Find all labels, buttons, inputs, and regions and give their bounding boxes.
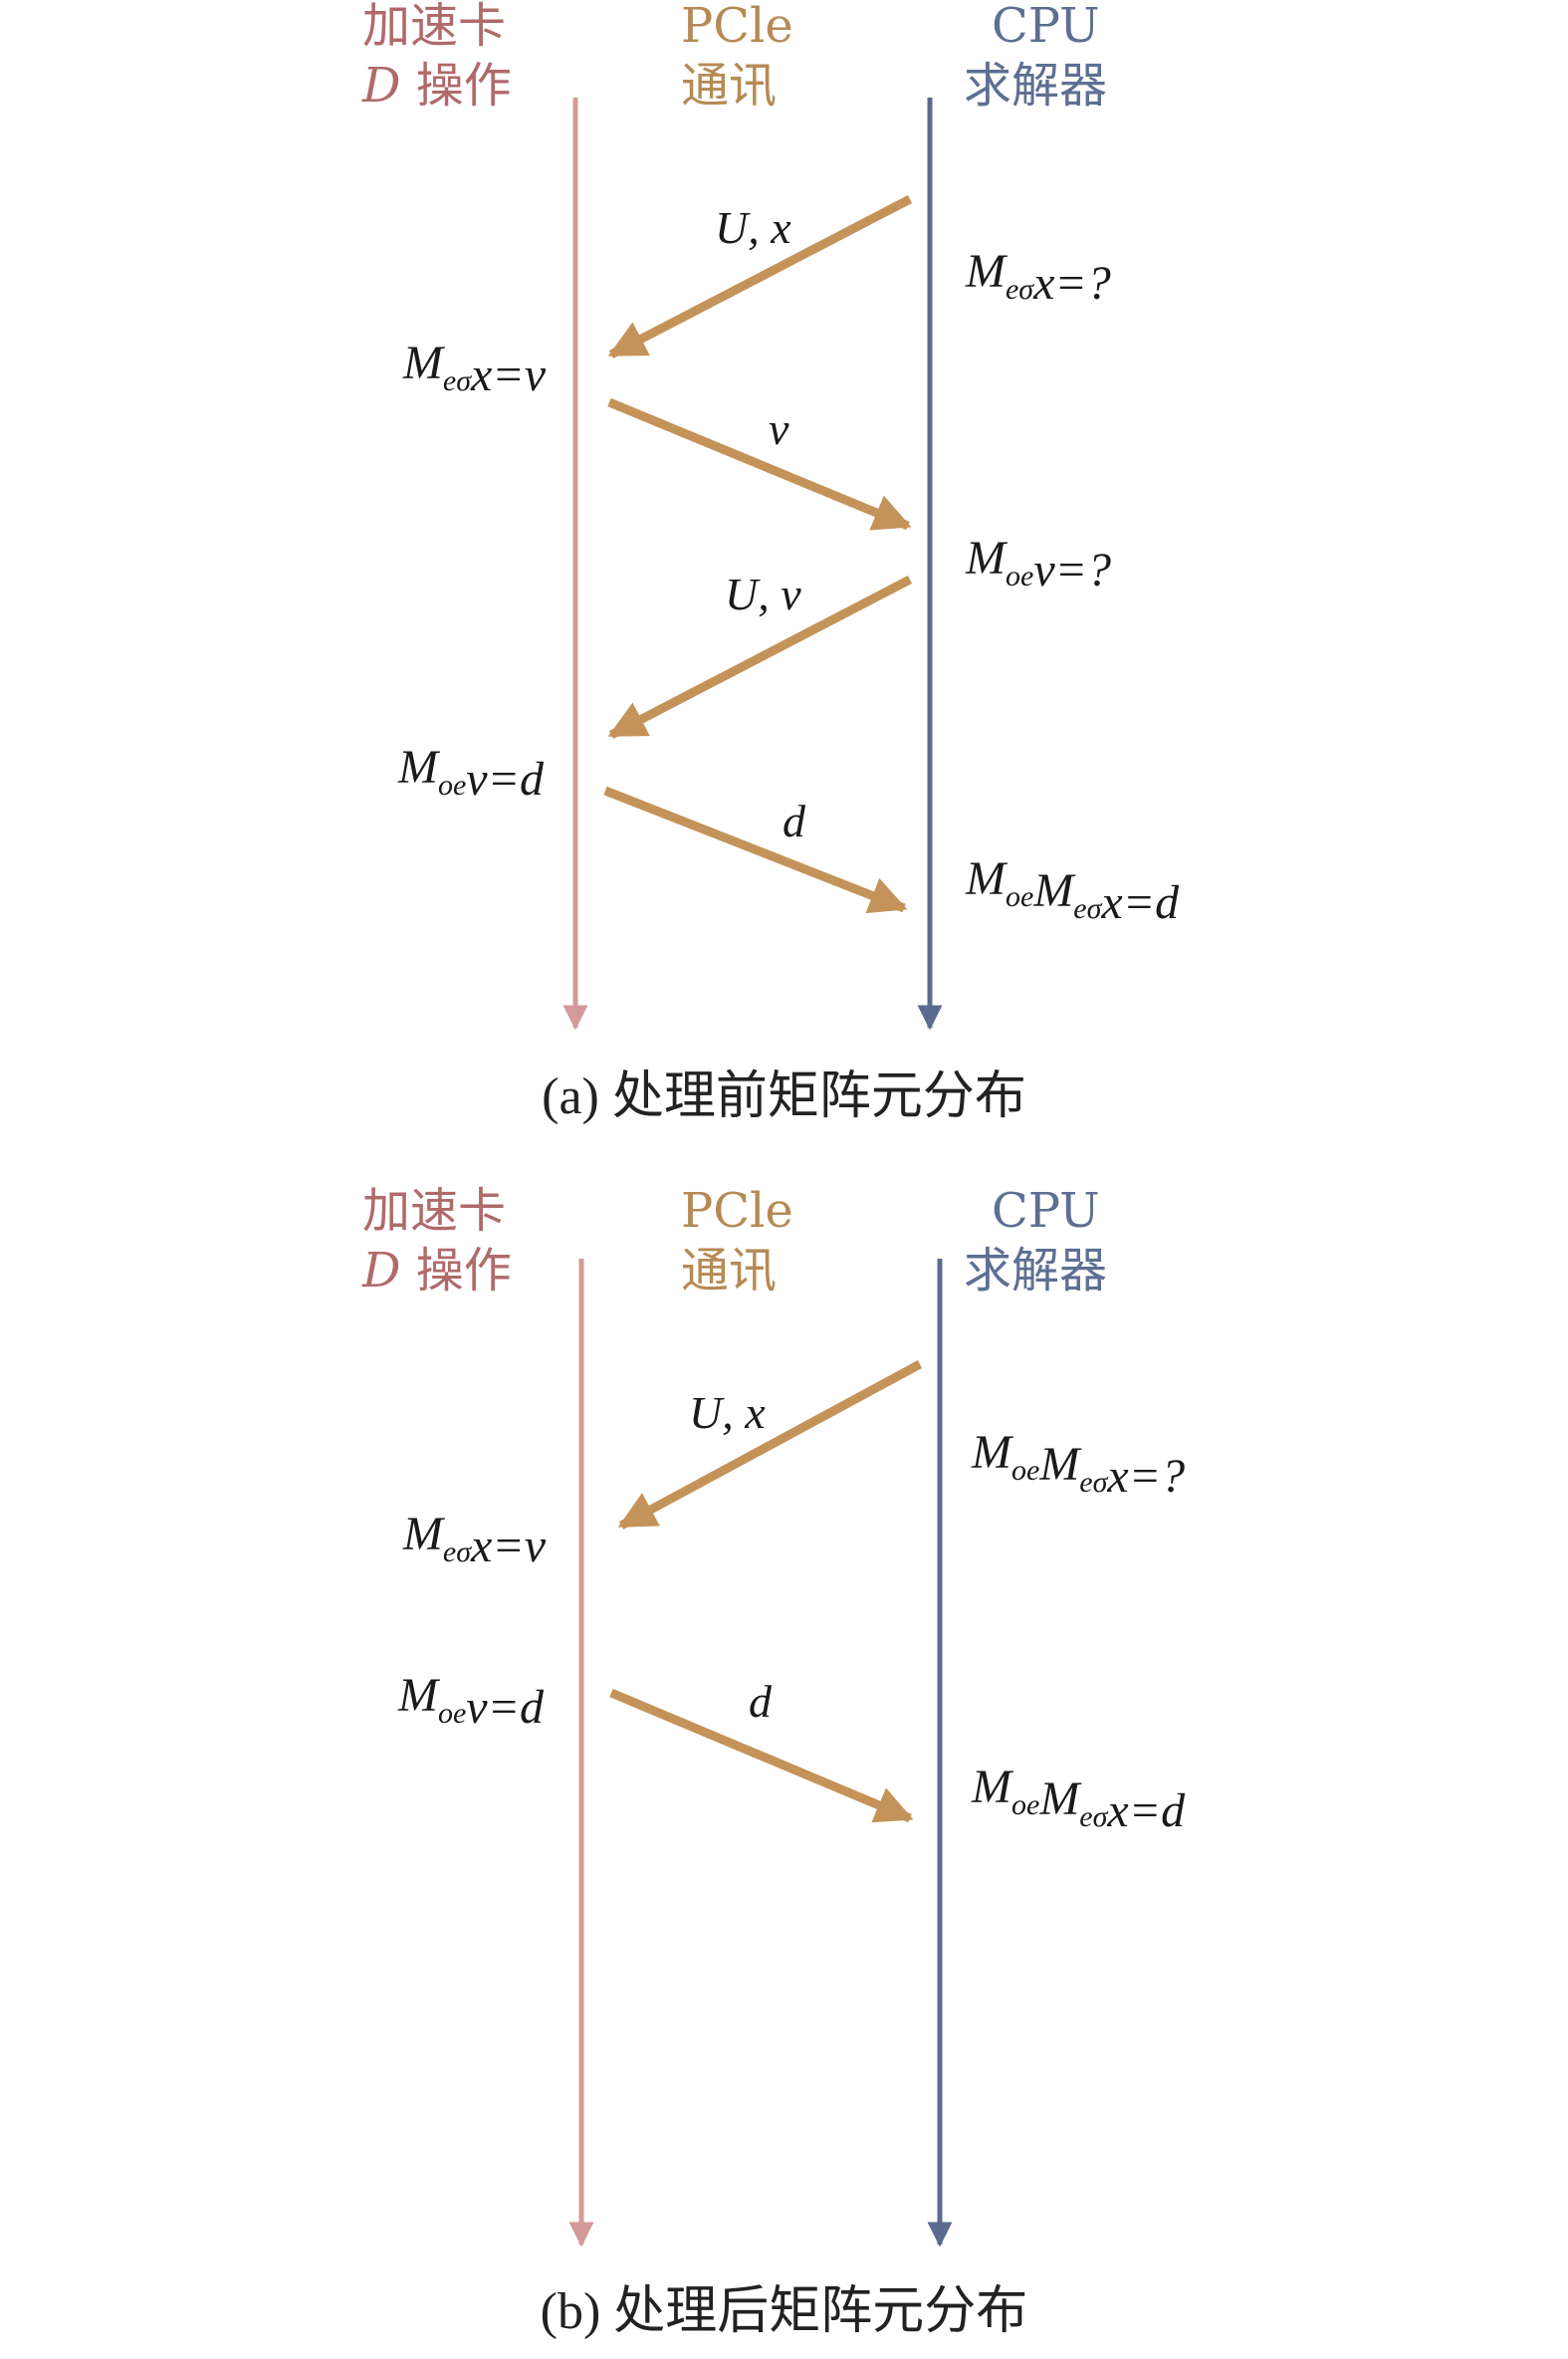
- panel-a-cpu-note-2: Moev=?: [965, 532, 1111, 596]
- panel-a-msg-2-label: v: [769, 403, 789, 454]
- panel-b-cpu-note-2: MoeMeσx=d: [971, 1761, 1186, 1837]
- panel-a-msg-4-label: d: [783, 796, 806, 846]
- panel-a-cpu-header: CPU 求解器: [964, 2, 1107, 110]
- panel-a-msg-3-label: U, v: [725, 569, 801, 619]
- accelerator-header-d: D: [362, 1243, 401, 1298]
- cpu-header-line1: CPU: [992, 0, 1100, 54]
- cpu-header-line2: 求解器: [964, 58, 1108, 114]
- panel-a-accel-note-2: Moev=d: [397, 741, 545, 806]
- panel-a-pcie-header: PCle 通讯: [681, 2, 793, 110]
- panel-b-msg-2-label: d: [749, 1676, 773, 1727]
- panel-a-msg-2-arrow: [607, 397, 912, 531]
- panel-a-accelerator-header: 加速卡 D 操作: [362, 2, 512, 110]
- accelerator-header-line1: 加速卡: [362, 0, 507, 54]
- panel-a-cpu-note-1: Meσx=?: [965, 245, 1111, 310]
- panel-b-accelerator-header: 加速卡 D 操作: [362, 1187, 512, 1295]
- cpu-header-line2: 求解器: [964, 1243, 1108, 1298]
- accelerator-header-d: D: [362, 58, 401, 114]
- accelerator-header-op: 操作: [415, 1243, 512, 1298]
- panel-b-cpu-note-1: MoeMeσx=?: [971, 1426, 1185, 1503]
- panel-b-msg-1-arrow: [617, 1360, 923, 1530]
- panel-a-accel-note-1: Meσx=v: [402, 337, 547, 401]
- panel-b-caption: (b) 处理后矩阵元分布: [540, 2283, 1028, 2340]
- panel-a-msg-1-label: U, x: [715, 202, 791, 253]
- panel-b-cpu-header: CPU 求解器: [964, 1187, 1107, 1295]
- panel-a-msg-1-arrow: [607, 195, 913, 358]
- pcie-header-line2: 通讯: [681, 1243, 778, 1298]
- panel-b-pcie-header: PCle 通讯: [681, 1187, 793, 1295]
- panel-a-caption: (a) 处理前矩阵元分布: [542, 1068, 1026, 1125]
- panel-b-accel-note-2: Moev=d: [397, 1669, 545, 1734]
- accelerator-header-op: 操作: [415, 58, 512, 114]
- cpu-header-line1: CPU: [992, 1183, 1100, 1239]
- panel-a-msg-3-arrow: [607, 576, 913, 739]
- panel-a-cpu-note-3: MoeMeσx=d: [965, 852, 1180, 929]
- accelerator-header-line1: 加速卡: [362, 1183, 507, 1239]
- pcie-header-line1: PCle: [681, 1183, 793, 1239]
- pcie-header-line1: PCle: [681, 0, 793, 54]
- panel-b-msg-1-label: U, x: [689, 1387, 766, 1438]
- pcie-header-line2: 通讯: [681, 58, 778, 114]
- panel-b-accel-note-1: Meσx=v: [402, 1508, 547, 1572]
- panel-b-msg-2-arrow: [609, 1688, 914, 1823]
- panel-a-msg-4-arrow: [603, 786, 908, 914]
